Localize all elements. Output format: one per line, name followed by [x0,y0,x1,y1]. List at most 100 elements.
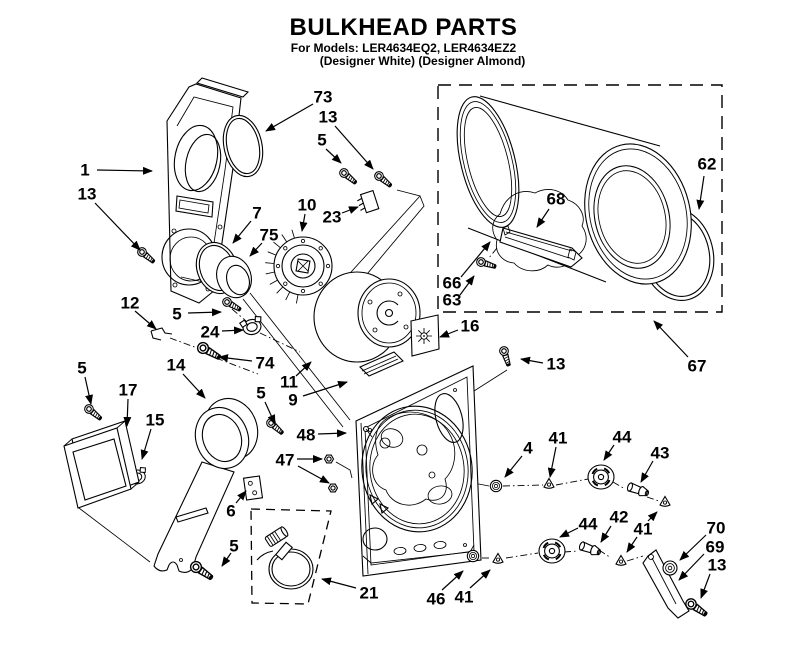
callout-labels: 1137313510237751252474141715511954847652… [77,88,726,609]
tri-ring-clip [659,495,671,507]
part-label-5: 5 [229,537,238,556]
leader-arrow-41 [626,536,638,553]
leader-arrow-74 [218,354,253,363]
models-subtitle: For Models: LER4634EQ2, LER4634EZ2 [290,41,517,55]
part-label-41: 41 [455,588,474,607]
leader-arrow-16 [439,329,459,338]
washer-4 [489,479,503,493]
leader-arrow-5 [264,401,276,425]
leader-arrow-63 [459,275,475,296]
part-label-43: 43 [651,444,670,463]
leader-arrow-44 [603,444,615,461]
leader-arrow-73 [265,103,314,132]
part-label-41: 41 [634,520,653,539]
part-label-13: 13 [708,556,727,575]
roller-shaft-42 [577,540,603,558]
leader-arrow-9 [302,380,348,397]
part-label-42: 42 [610,508,629,527]
title-block: BULKHEAD PARTS For Models: LER4634EQ2, L… [0,14,807,67]
leader-arrow-5 [84,376,93,405]
leader-arrow-41 [469,569,491,589]
washer-46 [466,549,480,563]
lint-duct [153,397,259,574]
idler-arm-assembly [642,549,690,619]
roller-hardware [466,464,671,566]
blower-seal-rings [195,241,252,299]
part-label-1: 1 [80,161,89,180]
leader-arrow-12 [134,310,157,330]
drum-roller [538,538,566,564]
leader-arrow-13 [334,125,374,170]
part-label-17: 17 [119,381,138,400]
leader-arrow-69 [678,553,705,581]
leader-arrow-66 [460,241,491,278]
part-label-48: 48 [297,426,316,445]
part-label-11: 11 [280,373,298,392]
leader-arrow-68 [536,208,550,228]
part-label-41: 41 [549,429,568,448]
part-label-73: 73 [314,88,333,107]
finishes-subtitle: (Designer White) (Designer Almond) [319,53,526,68]
mounting-bracket [242,475,264,501]
part-label-15: 15 [146,411,165,430]
leader-arrow-41 [547,446,557,478]
leader-arrow-48 [317,429,347,438]
leader-arrow-75 [249,242,263,257]
leader-arrow-21 [321,577,357,589]
leader-arrow-5 [325,148,342,164]
tri-ring-clip [492,552,504,564]
leader-arrow-24 [221,326,244,335]
front-bulkhead-panel [161,77,250,304]
leader-arrow-5 [187,308,222,317]
wire-clip [150,327,173,341]
drum-roller [587,464,615,490]
part-label-74: 74 [256,354,275,373]
leader-arrow-15 [140,428,152,460]
part-label-66: 66 [443,274,462,293]
page-title: BULKHEAD PARTS [289,14,518,41]
part-label-44: 44 [579,515,598,534]
leader-arrow-13 [520,356,544,365]
leader-arrow-43 [640,460,654,483]
warning-label [410,314,440,357]
wire-harness-box [250,508,332,605]
part-label-10: 10 [298,196,317,215]
leader-arrow-42 [600,525,612,543]
part-label-16: 16 [461,317,480,336]
part-label-14: 14 [167,356,186,375]
drum-baffle [499,225,583,268]
leader-arrow-1 [96,166,153,175]
part-label-23: 23 [323,208,342,227]
leader-arrow-46 [441,570,464,591]
roller-shaft-43 [625,481,651,499]
leader-arrow-13 [94,202,141,251]
leader-arrow-10 [299,213,308,232]
leader-arrow-47 [297,465,330,484]
blower-wheel [265,229,333,304]
leader-arrow-41 [647,511,658,522]
rear-bulkhead-panel [355,365,482,577]
part-label-46: 46 [427,590,446,609]
heater-box [63,420,140,509]
part-label-62: 62 [698,155,717,174]
leader-arrow-7 [232,220,252,244]
part-label-5: 5 [172,305,181,324]
part-label-13: 13 [547,355,566,374]
blower-housing-pulley [313,271,421,363]
leader-arrow-70 [679,534,707,561]
part-label-9: 9 [288,391,297,410]
leader-arrow-67 [653,320,689,358]
part-label-5: 5 [77,359,86,378]
leader-arrow-23 [341,206,359,214]
part-label-68: 68 [547,190,566,209]
part-label-69: 69 [706,538,725,557]
part-label-67: 67 [688,357,707,376]
leader-arrow-4 [504,455,523,478]
tri-ring-clip [543,477,555,489]
drum-dashed-box [437,84,723,313]
leader-arrow-13 [700,573,711,599]
part-label-75: 75 [260,226,279,245]
part-label-44: 44 [613,428,632,447]
